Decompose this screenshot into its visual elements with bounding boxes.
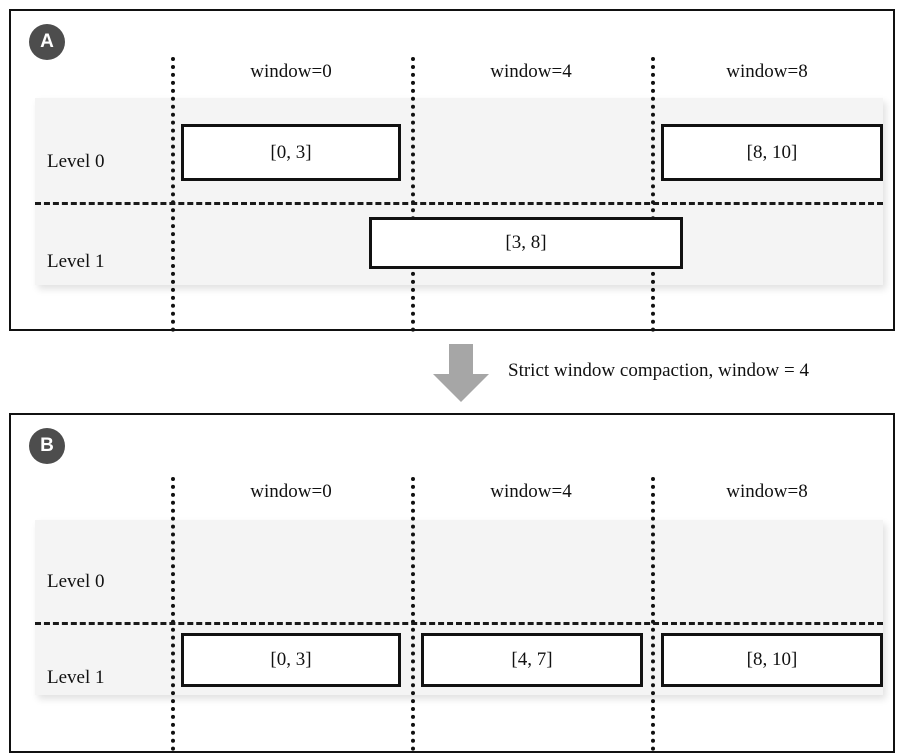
panel-a-level-label-1: Level 1 bbox=[47, 251, 105, 272]
panel-b-level-label-0: Level 0 bbox=[47, 571, 105, 592]
panel-a-level-label-0: Level 0 bbox=[47, 151, 105, 172]
panel-a-window-label-1: window=4 bbox=[490, 61, 572, 82]
panel-b-level-divider bbox=[35, 622, 883, 625]
panel-b-interval-box: [4, 7] bbox=[421, 633, 643, 687]
panel-b-window-label-0: window=0 bbox=[250, 481, 332, 502]
panel-a-window-boundary-1 bbox=[411, 57, 415, 332]
panel-a-badge: A bbox=[29, 24, 65, 60]
panel-b: B window=0 window=4 window=8 Level 0 Lev… bbox=[9, 413, 895, 753]
panel-a-window-label-0: window=0 bbox=[250, 61, 332, 82]
panel-a: A window=0 window=4 window=8 Level 0 Lev… bbox=[9, 9, 895, 332]
panel-b-window-label-1: window=4 bbox=[490, 481, 572, 502]
panel-b-interval-box: [0, 3] bbox=[181, 633, 401, 687]
panel-b-window-label-2: window=8 bbox=[726, 481, 808, 502]
panel-a-window-boundary-0 bbox=[171, 57, 175, 332]
panel-b-window-boundary-2 bbox=[651, 477, 655, 751]
panel-b-badge: B bbox=[29, 428, 65, 464]
transition-caption: Strict window compaction, window = 4 bbox=[508, 360, 809, 381]
panel-a-interval-box: [3, 8] bbox=[369, 217, 683, 269]
panel-b-window-boundary-1 bbox=[411, 477, 415, 751]
panel-b-level-label-1: Level 1 bbox=[47, 667, 105, 688]
panel-a-interval-box: [0, 3] bbox=[181, 124, 401, 181]
panel-a-window-label-2: window=8 bbox=[726, 61, 808, 82]
panel-a-interval-box: [8, 10] bbox=[661, 124, 883, 181]
panel-a-level-divider bbox=[35, 202, 883, 205]
panel-b-interval-box: [8, 10] bbox=[661, 633, 883, 687]
panel-a-window-boundary-2 bbox=[651, 57, 655, 332]
down-arrow-icon bbox=[429, 344, 493, 402]
panel-b-window-boundary-0 bbox=[171, 477, 175, 751]
